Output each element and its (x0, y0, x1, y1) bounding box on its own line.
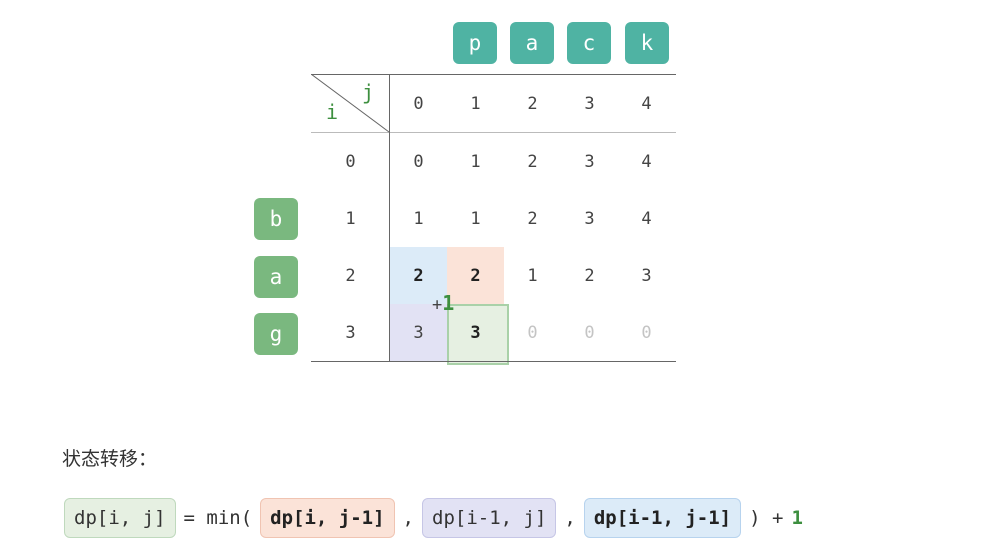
col-tag-k: k (625, 22, 669, 64)
cell-3-2: 0 (527, 322, 538, 343)
row-tag-b: b (254, 198, 298, 240)
cell-2-3: 2 (584, 265, 595, 286)
row-tag-a: a (254, 256, 298, 298)
col-index-1: 1 (470, 93, 481, 114)
formula-option-up: dp[i-1, j] (422, 498, 557, 538)
formula-target: dp[i, j] (64, 498, 176, 538)
col-index-3: 3 (584, 93, 595, 114)
formula-close: ) + (749, 507, 784, 529)
highlight-up (447, 247, 504, 304)
i-axis-label: i (326, 100, 339, 124)
col-index-0: 0 (413, 93, 424, 114)
col-index-2: 2 (527, 93, 538, 114)
cell-2-2: 1 (527, 265, 538, 286)
highlight-current (447, 304, 509, 365)
table-top-border (311, 74, 676, 75)
formula-comma-2: , (564, 507, 576, 529)
table-bottom-border (311, 361, 676, 362)
state-transition-formula: dp[i, j] = min( dp[i, j-1] , dp[i-1, j] … (64, 496, 803, 540)
plus-sign: + (432, 295, 443, 315)
cell-1-4: 4 (641, 208, 652, 229)
formula-comma-1: , (402, 507, 414, 529)
cell-1-3: 3 (584, 208, 595, 229)
cell-0-0: 0 (413, 151, 424, 172)
highlight-diagonal (390, 247, 447, 304)
cell-0-4: 4 (641, 151, 652, 172)
col-tag-c: c (567, 22, 611, 64)
cell-2-4: 3 (641, 265, 652, 286)
formula-option-diagonal: dp[i-1, j-1] (583, 498, 742, 538)
table-vertical-divider (389, 74, 390, 362)
cell-3-4: 0 (641, 322, 652, 343)
col-tag-a: a (510, 22, 554, 64)
plus-one-annotation: +1 (432, 291, 454, 315)
formula-plus-value: 1 (791, 507, 803, 529)
cell-3-0: 3 (413, 322, 424, 343)
cell-2-1: 2 (470, 265, 481, 286)
cell-1-2: 2 (527, 208, 538, 229)
row-index-3: 3 (345, 322, 356, 343)
table-header-divider (311, 132, 676, 133)
formula-eq: = min( (183, 507, 253, 529)
cell-0-1: 1 (470, 151, 481, 172)
col-tag-p: p (453, 22, 497, 64)
formula-option-left: dp[i, j-1] (260, 498, 395, 538)
row-tag-g: g (254, 313, 298, 355)
row-index-2: 2 (345, 265, 356, 286)
cell-0-2: 2 (527, 151, 538, 172)
formula-label: 状态转移： (62, 448, 158, 470)
cell-0-3: 3 (584, 151, 595, 172)
diagonal-header-line (311, 74, 390, 133)
row-index-0: 0 (345, 151, 356, 172)
plus-one-value: 1 (442, 291, 455, 315)
cell-1-1: 1 (470, 208, 481, 229)
cell-2-0: 2 (413, 265, 424, 286)
j-axis-label: j (362, 80, 375, 104)
col-index-4: 4 (641, 93, 652, 114)
cell-3-3: 0 (584, 322, 595, 343)
cell-1-0: 1 (413, 208, 424, 229)
highlight-left (390, 304, 447, 361)
cell-3-1: 3 (470, 322, 481, 343)
row-index-1: 1 (345, 208, 356, 229)
